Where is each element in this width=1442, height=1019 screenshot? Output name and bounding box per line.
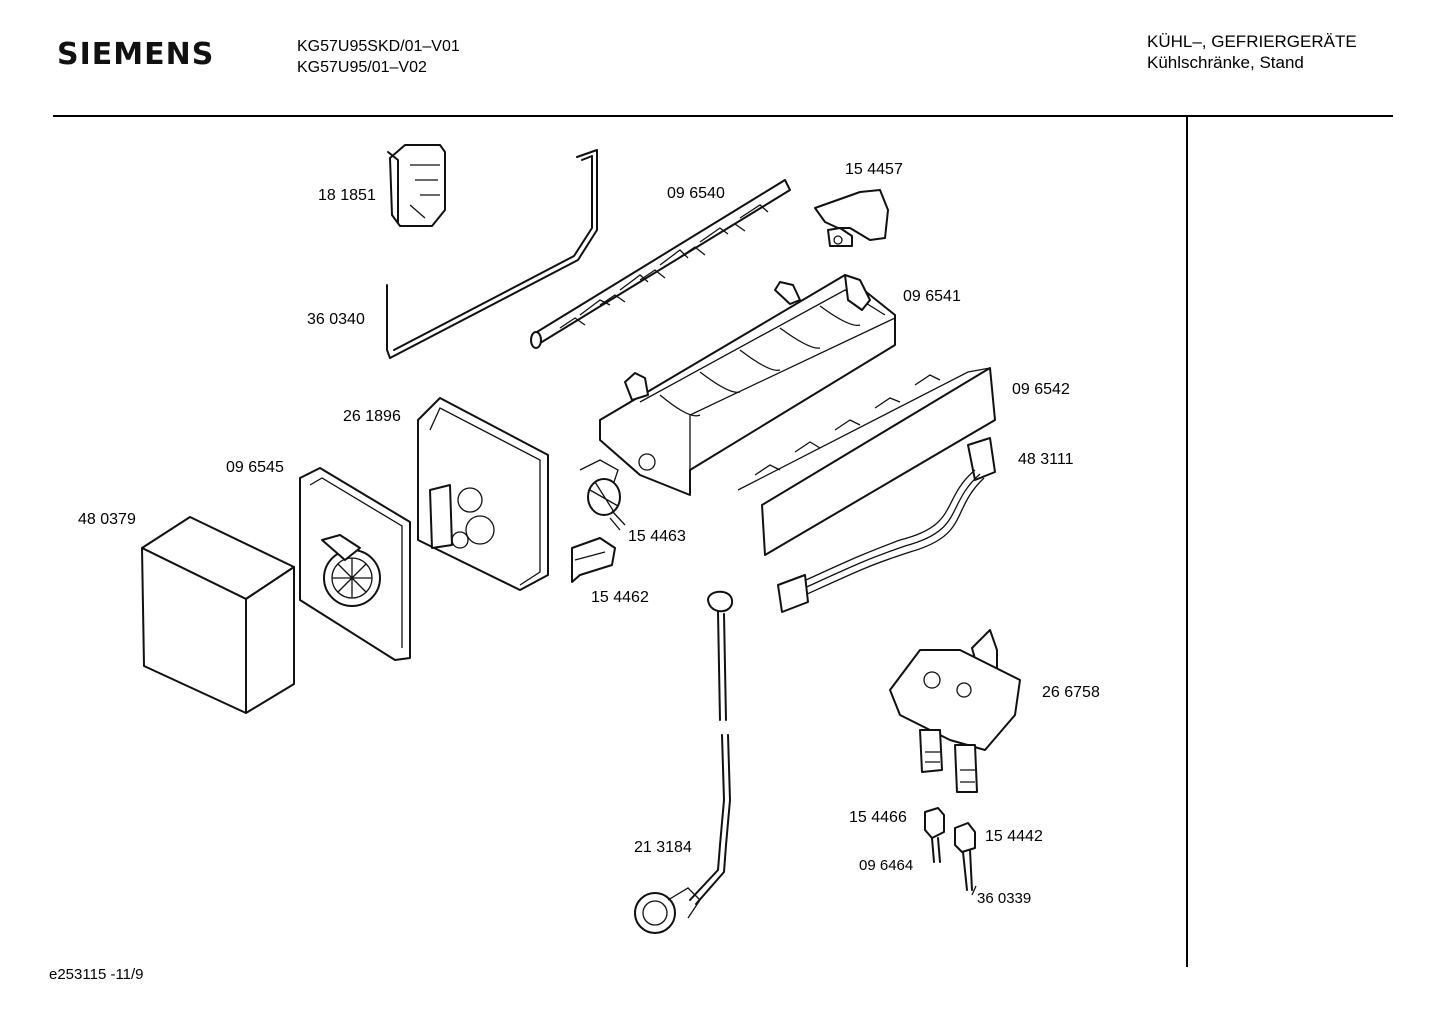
part-label-096545: 09 6545: [226, 459, 284, 476]
header-divider: [53, 115, 1393, 117]
model-line-2: KG57U95/01–V02: [297, 59, 427, 76]
stripper-drawing: [737, 367, 996, 556]
part-label-213184: 21 3184: [634, 839, 692, 856]
part-label-096464: 09 6464: [859, 857, 913, 874]
thermostat-drawing: [579, 459, 626, 526]
part-label-096540: 09 6540: [667, 185, 725, 202]
part-label-360339: 36 0339: [977, 890, 1031, 907]
part-label-480379: 48 0379: [78, 511, 136, 528]
part-label-360340: 36 0340: [307, 311, 365, 328]
part-label-483111: 48 3111: [1018, 451, 1074, 468]
part-label-266758: 26 6758: [1042, 684, 1100, 701]
part-label-154466: 15 4466: [849, 809, 907, 826]
category-line-1: KÜHL–, GEFRIERGERÄTE: [1147, 32, 1357, 51]
fill-tube-drawing: [634, 590, 734, 934]
callout-lines: [609, 517, 977, 896]
part-label-096541: 09 6541: [903, 288, 961, 305]
fitting-2-drawing: [954, 822, 976, 891]
water-valve-drawing: [889, 629, 1021, 793]
part-label-261896: 26 1896: [343, 408, 401, 425]
drawing-id: e253115 -11/9: [49, 966, 144, 983]
clip-small-drawing: [571, 537, 616, 583]
part-label-154463: 15 4463: [628, 528, 686, 545]
part-label-154462: 15 4462: [591, 589, 649, 606]
wire-rod-drawing: [386, 149, 598, 359]
category-block: KÜHL–, GEFRIERGERÄTE Kühlschränke, Stand: [1147, 31, 1357, 73]
part-label-096542: 09 6542: [1012, 381, 1070, 398]
part-label-154457: 15 4457: [845, 161, 903, 178]
brand-logo: SIEMENS: [57, 37, 215, 72]
ice-mold-drawing: [599, 274, 896, 496]
fitting-1-drawing: [924, 807, 945, 863]
bracket-drawing: [814, 189, 889, 247]
part-label-154442: 15 4442: [985, 828, 1043, 845]
ejector-shaft-drawing: [530, 179, 791, 349]
motor-plate-drawing: [299, 467, 411, 661]
cover-box-drawing: [141, 516, 295, 714]
model-numbers: KG57U95SKD/01–V01 KG57U95/01–V02: [297, 36, 460, 78]
model-line-1: KG57U95SKD/01–V01: [297, 38, 460, 55]
part-label-181851: 18 1851: [318, 187, 376, 204]
control-housing-drawing: [417, 397, 549, 591]
category-line-2: Kühlschränke, Stand: [1147, 53, 1304, 72]
side-divider: [1186, 117, 1188, 967]
wiring-harness-drawing: [777, 437, 996, 613]
clip-part-drawing: [387, 144, 446, 227]
